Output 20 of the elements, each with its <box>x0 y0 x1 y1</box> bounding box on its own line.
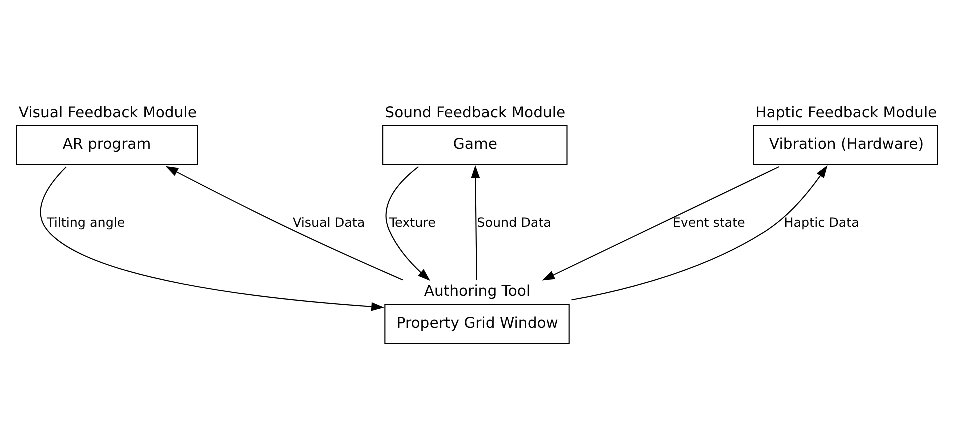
node-box: Vibration (Hardware) <box>752 124 938 165</box>
edge-label: Visual Data <box>292 214 365 230</box>
node-box: Game <box>382 124 568 165</box>
arrow <box>385 166 430 281</box>
node-label: Haptic Feedback Module <box>755 104 937 121</box>
node-box: AR program <box>16 124 198 165</box>
edge-label: Tilting angle <box>46 214 125 230</box>
arrow <box>165 166 403 280</box>
edge-label: Texture <box>388 214 436 230</box>
arrow <box>571 165 828 300</box>
arrow <box>40 166 384 311</box>
node-box: Property Grid Window <box>384 303 570 344</box>
node-label: Visual Feedback Module <box>18 104 196 121</box>
edge-label: Sound Data <box>476 214 551 230</box>
edge-label: Haptic Data <box>784 214 859 230</box>
node-label: Authoring Tool <box>424 282 530 300</box>
arrow <box>470 165 480 280</box>
arrow <box>542 166 780 280</box>
node-label: Sound Feedback Module <box>384 104 566 121</box>
edge-label: Event state <box>672 214 745 230</box>
